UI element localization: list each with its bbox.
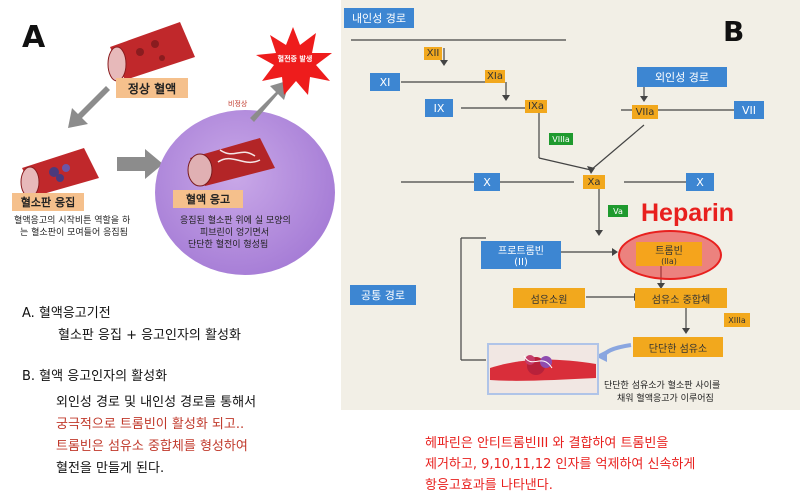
- platelet-aggregation-label: 혈소판 응집: [12, 193, 84, 211]
- arrow-platelet-to-coag: [117, 149, 163, 179]
- factor-IXa: IXa: [525, 100, 547, 113]
- coag-desc-3: 단단한 혈전이 형성됨: [188, 240, 269, 250]
- thrombosis-label: 혈전증 발생: [277, 55, 313, 63]
- platelet-vessel-image: [20, 148, 99, 198]
- thrombin-box: 트롬빈 (IIa): [636, 242, 702, 266]
- thrombin-label: 트롬빈: [655, 246, 683, 257]
- factor-VII: VII: [734, 101, 764, 119]
- platelet-desc-1: 혈액응고의 시작비튼 역할을 하: [14, 216, 131, 226]
- clot-vessel-image: [187, 138, 275, 187]
- text-a-line1: A. 혈액응고기전: [22, 306, 111, 321]
- factor-XI: XI: [370, 73, 400, 91]
- prothrombin-label: 프로트롬빈: [498, 246, 544, 257]
- heparin-text-line3: 항응고효과를 나타낸다.: [425, 478, 553, 493]
- common-pathway-box: 공통 경로: [350, 285, 416, 305]
- intrinsic-pathway-box: 내인성 경로: [344, 8, 414, 28]
- text-b-line2: 외인성 경로 및 내인성 경로를 통해서: [56, 395, 257, 410]
- arrow-coag-to-thrombosis: [250, 80, 290, 122]
- fibrin-polymer-box: 섬유소 중합체: [635, 288, 727, 308]
- coag-desc-2: 피브린이 엉기면서: [200, 228, 270, 238]
- panel-b-letter: B: [723, 15, 745, 48]
- factor-XIa: XIa: [485, 70, 505, 83]
- normal-vessel-image: [107, 22, 195, 82]
- text-a-line2: 혈소판 응집 + 응고인자의 활성화: [58, 328, 241, 343]
- factor-Va: Va: [608, 205, 628, 217]
- clot-caption-1: 단단한 섬유소가 혈소판 사이를: [604, 381, 721, 391]
- text-b-line3: 궁극적으로 트롬빈이 활성화 되고..: [56, 417, 245, 432]
- arrow-normal-to-platelet: [68, 86, 110, 128]
- abnormal-label: 비정상: [228, 100, 248, 108]
- heparin-text-line2: 제거하고, 9,10,11,12 인자를 억제하여 신속하게: [425, 457, 696, 472]
- extrinsic-pathway-box: 외인성 경로: [637, 67, 727, 87]
- factor-XII: XII: [424, 47, 442, 60]
- factor-X-left: X: [474, 173, 500, 191]
- factor-VIIIa: VIIIa: [549, 133, 573, 145]
- text-b-line4: 트롬빈은 섬유소 중합체를 형성하여: [56, 439, 248, 454]
- factor-XIIIa: XIIIa: [724, 313, 750, 327]
- heparin-label: Heparin: [641, 199, 735, 227]
- panel-a-letter: A: [22, 20, 46, 55]
- factor-X-right: X: [686, 173, 714, 191]
- clot-vessel-cross-section: [487, 343, 599, 395]
- thrombosis-burst-icon: [256, 27, 332, 95]
- hard-fibrin-box: 단단한 섬유소: [633, 337, 723, 357]
- prothrombin-box: 프로트롬빈 (II): [481, 241, 561, 269]
- text-b-line1: B. 혈액 응고인자의 활성화: [22, 369, 168, 384]
- text-b-line5: 혈전을 만들게 된다.: [56, 461, 165, 476]
- coagulation-label: 혈액 응고: [173, 190, 243, 208]
- prothrombin-code: (II): [514, 257, 528, 268]
- factor-VIIa: VIIa: [632, 105, 658, 119]
- fibrinogen-box: 섬유소원: [513, 288, 585, 308]
- clot-caption-2: 채워 혈액응고가 이루어짐: [617, 394, 714, 404]
- coag-desc-1: 응집된 혈소판 위에 실 모양의: [180, 216, 291, 226]
- thrombin-code: (IIa): [661, 257, 677, 266]
- factor-IX: IX: [425, 99, 453, 117]
- platelet-desc-2: 는 혈소판이 모여들어 응집됨: [20, 228, 128, 238]
- factor-Xa: Xa: [583, 175, 605, 189]
- normal-blood-label: 정상 혈액: [116, 78, 188, 98]
- heparin-text-line1: 헤파린은 안티트롬빈III 와 결합하여 트롬빈을: [425, 436, 669, 451]
